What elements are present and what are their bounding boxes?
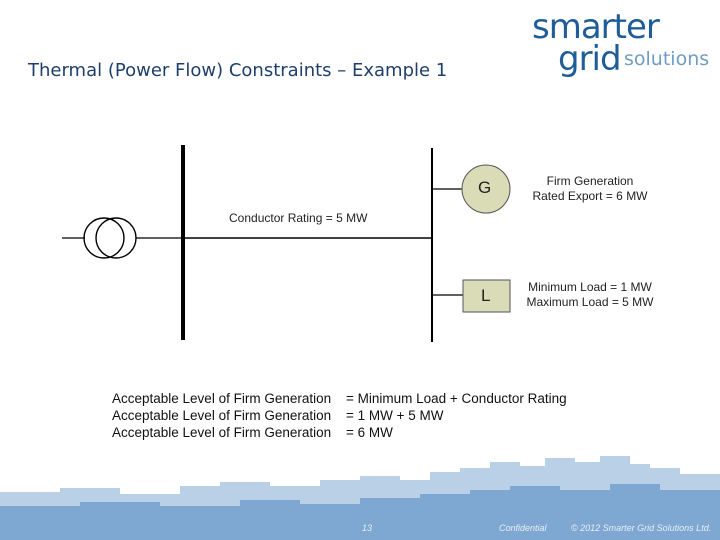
load-label-line2: Maximum Load = 5 MW xyxy=(526,295,654,309)
city-skyline-graphic xyxy=(0,456,720,540)
equation-row: Acceptable Level of Firm Generation = 6 M… xyxy=(112,424,393,441)
transformer-symbol xyxy=(62,217,183,259)
conductor-rating-label: Conductor Rating = 5 MW xyxy=(229,211,368,225)
equation-right: = 1 MW + 5 MW xyxy=(346,408,444,423)
load-symbol xyxy=(462,279,511,313)
slide-title: Thermal (Power Flow) Constraints – Examp… xyxy=(28,60,448,81)
company-logo: smarter grid solutions xyxy=(528,8,714,78)
generator-symbol xyxy=(461,164,511,214)
load-description: Minimum Load = 1 MW Maximum Load = 5 MW xyxy=(520,280,660,310)
equation-right: = Minimum Load + Conductor Rating xyxy=(346,391,567,406)
generator-label-line2: Rated Export = 6 MW xyxy=(532,189,648,203)
generator-label-line1: Firm Generation xyxy=(546,174,634,188)
equation-right: = 6 MW xyxy=(346,425,393,440)
confidential-label: Confidential xyxy=(499,523,547,533)
generator-description: Firm Generation Rated Export = 6 MW xyxy=(520,174,660,204)
equation-left: Acceptable Level of Firm Generation xyxy=(112,425,332,440)
copyright-notice: © 2012 Smarter Grid Solutions Ltd. xyxy=(571,523,712,533)
logo-word-grid: grid xyxy=(558,39,622,79)
equation-row: Acceptable Level of Firm Generation = 1 M… xyxy=(112,407,444,424)
load-symbol-letter: L xyxy=(481,286,491,305)
equation-left: Acceptable Level of Firm Generation xyxy=(112,408,332,423)
generator-symbol-letter: G xyxy=(478,178,492,197)
equation-row: Acceptable Level of Firm Generation = Min… xyxy=(112,390,567,407)
page-number: 13 xyxy=(362,523,373,533)
load-label-line1: Minimum Load = 1 MW xyxy=(528,280,652,294)
logo-word-smarter: smarter xyxy=(532,7,660,47)
logo-word-solutions: solutions xyxy=(624,48,710,70)
equation-left: Acceptable Level of Firm Generation xyxy=(112,391,332,406)
